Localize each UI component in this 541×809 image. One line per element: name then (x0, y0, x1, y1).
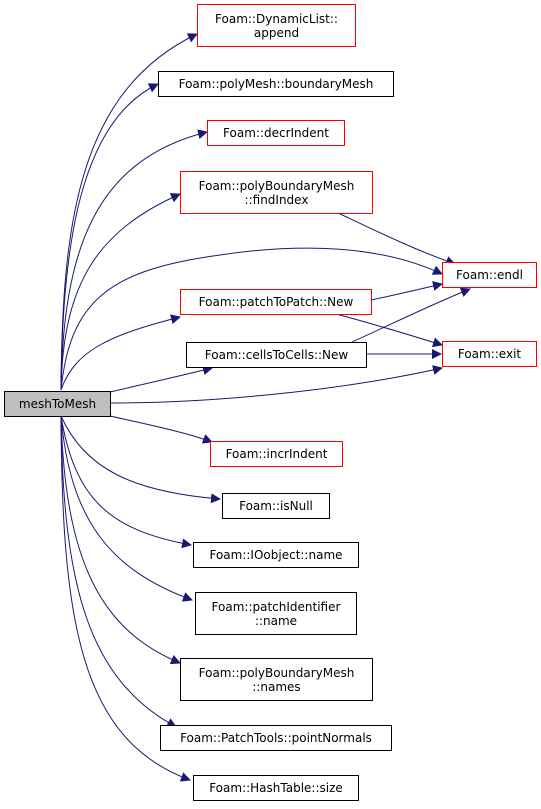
node-patchtopatch-new[interactable]: Foam::patchToPatch::New (180, 289, 372, 315)
node-label: Foam::endl (456, 268, 523, 282)
node-label: Foam::IOobject::name (209, 548, 343, 562)
node-label: Foam::polyBoundaryMesh (198, 178, 355, 193)
edge-root-to-patchtopatch-new (60, 314, 181, 391)
node-patchtools-pointnormals[interactable]: Foam::PatchTools::pointNormals (160, 725, 392, 751)
node-label: ::name (254, 613, 298, 628)
node-label: Foam::cellsToCells::New (204, 348, 349, 362)
edge-root-to-decrindent (60, 129, 208, 391)
edge-root-to-pointnormals (60, 415, 177, 728)
node-label: Foam::polyMesh::boundaryMesh (178, 77, 374, 91)
node-cellstocells-new[interactable]: Foam::cellsToCells::New (186, 342, 367, 368)
edge-root-to-boundarymesh (60, 83, 159, 391)
node-label: ::names (252, 679, 301, 694)
node-label: Foam::polyBoundaryMesh (198, 665, 355, 680)
node-polyboundarymesh-findindex[interactable]: Foam::polyBoundaryMesh ::findIndex (180, 171, 373, 214)
node-incrindent[interactable]: Foam::incrIndent (210, 441, 343, 467)
node-hashtable-size[interactable]: Foam::HashTable::size (193, 775, 359, 801)
node-label: Foam::exit (457, 347, 522, 361)
edge-root-to-ioobject-name (60, 415, 192, 549)
edge-root-to-hashtable-size (60, 415, 191, 782)
node-patchidentifier-name[interactable]: Foam::patchIdentifier ::name (195, 592, 357, 635)
node-label: Foam::PatchTools::pointNormals (180, 731, 372, 745)
node-ioobject-name[interactable]: Foam::IOobject::name (193, 542, 359, 568)
edge-findindex-to-endl (335, 211, 456, 266)
node-decrindent[interactable]: Foam::decrIndent (207, 120, 345, 146)
node-polyboundarymesh-names[interactable]: Foam::polyBoundaryMesh ::names (180, 658, 373, 701)
root-node-label: meshToMesh (18, 397, 97, 411)
edge-root-to-isnull (60, 415, 221, 504)
edge-root-to-cellstocells-new (109, 365, 213, 393)
node-label: Foam::incrIndent (225, 447, 328, 461)
node-isnull[interactable]: Foam::isNull (222, 493, 330, 519)
edge-root-to-endl-direct (60, 247, 443, 391)
node-label: ::findIndex (244, 192, 309, 207)
edge-root-to-incrindent (109, 415, 213, 444)
node-label: Foam::HashTable::size (209, 781, 343, 795)
edge-root-to-findindex (60, 193, 181, 391)
node-label: Foam::decrIndent (223, 126, 329, 140)
node-label: Foam::DynamicList:: (215, 11, 338, 26)
edge-root-to-exit-direct (109, 365, 443, 404)
node-dynamiclist-append[interactable]: Foam::DynamicList:: append (197, 4, 356, 47)
node-endl[interactable]: Foam::endl (442, 262, 537, 288)
node-label: append (253, 25, 300, 40)
root-node-meshtomesh: meshToMesh (4, 391, 111, 417)
edge-cellstocells-new-to-endl (351, 287, 471, 343)
node-exit[interactable]: Foam::exit (442, 341, 537, 367)
edge-root-to-patchidentifier-name (60, 415, 193, 602)
node-label: Foam::isNull (239, 499, 313, 513)
edge-root-to-names (60, 415, 181, 665)
edge-patchtopatch-new-to-endl (370, 281, 443, 301)
node-label: Foam::patchToPatch::New (198, 295, 354, 309)
node-polymesh-boundarymesh[interactable]: Foam::polyMesh::boundaryMesh (158, 71, 394, 97)
node-label: Foam::patchIdentifier (211, 599, 341, 614)
edge-patchtopatch-new-to-exit (335, 313, 443, 348)
